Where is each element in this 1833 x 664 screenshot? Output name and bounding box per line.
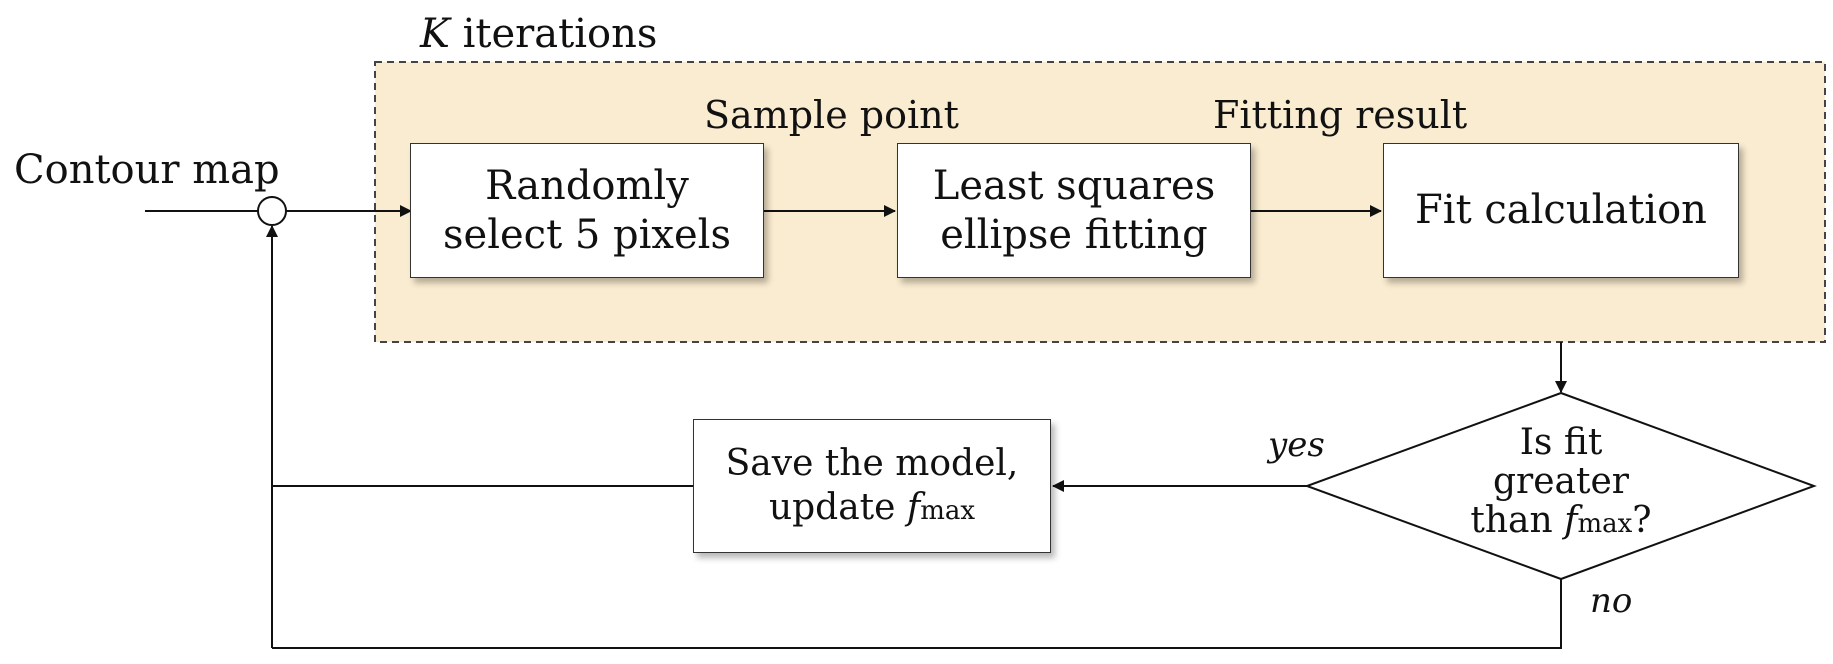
decision-prefix: than — [1470, 499, 1565, 541]
save-model-var: f — [906, 487, 921, 528]
save-model-line2: update fmax — [726, 486, 1019, 530]
iterations-variable: K — [420, 11, 450, 57]
iterations-text: iterations — [449, 11, 658, 57]
fit-calculation-box: Fit calculation — [1383, 143, 1739, 278]
save-model-prefix: update — [768, 487, 907, 528]
summing-junction — [257, 196, 287, 226]
iterations-label: K iterations — [420, 14, 657, 54]
least-squares-box: Least squares ellipse fitting — [897, 143, 1251, 278]
decision-sub: max — [1577, 508, 1633, 539]
decision-line1: Is fit — [1519, 422, 1603, 463]
no-label: no — [1590, 581, 1633, 621]
decision-text: Is fit greater than fmax? — [1411, 422, 1711, 541]
save-model-sub: max — [920, 496, 976, 526]
decision-suffix: ? — [1632, 499, 1652, 541]
yes-label: yes — [1268, 425, 1325, 465]
random-select-line2: select 5 pixels — [443, 211, 731, 258]
least-squares-line2: ellipse fitting — [940, 211, 1208, 258]
random-select-line1: Randomly — [485, 162, 689, 209]
least-squares-line1: Least squares — [932, 162, 1216, 209]
input-label: Contour map — [14, 147, 280, 193]
decision-line2: greater — [1492, 460, 1629, 502]
random-select-box: Randomly select 5 pixels — [410, 143, 764, 278]
save-model-line1: Save the model, — [725, 443, 1019, 485]
no-branch-line — [272, 579, 1562, 649]
fitting-result-label: Fitting result — [1213, 93, 1468, 137]
save-model-box: Save the model, update fmax — [693, 419, 1051, 553]
sample-point-label: Sample point — [704, 93, 959, 137]
decision-line3: than fmax? — [1411, 499, 1711, 541]
fit-calculation-label: Fit calculation — [1415, 187, 1707, 234]
decision-var: f — [1564, 499, 1578, 541]
